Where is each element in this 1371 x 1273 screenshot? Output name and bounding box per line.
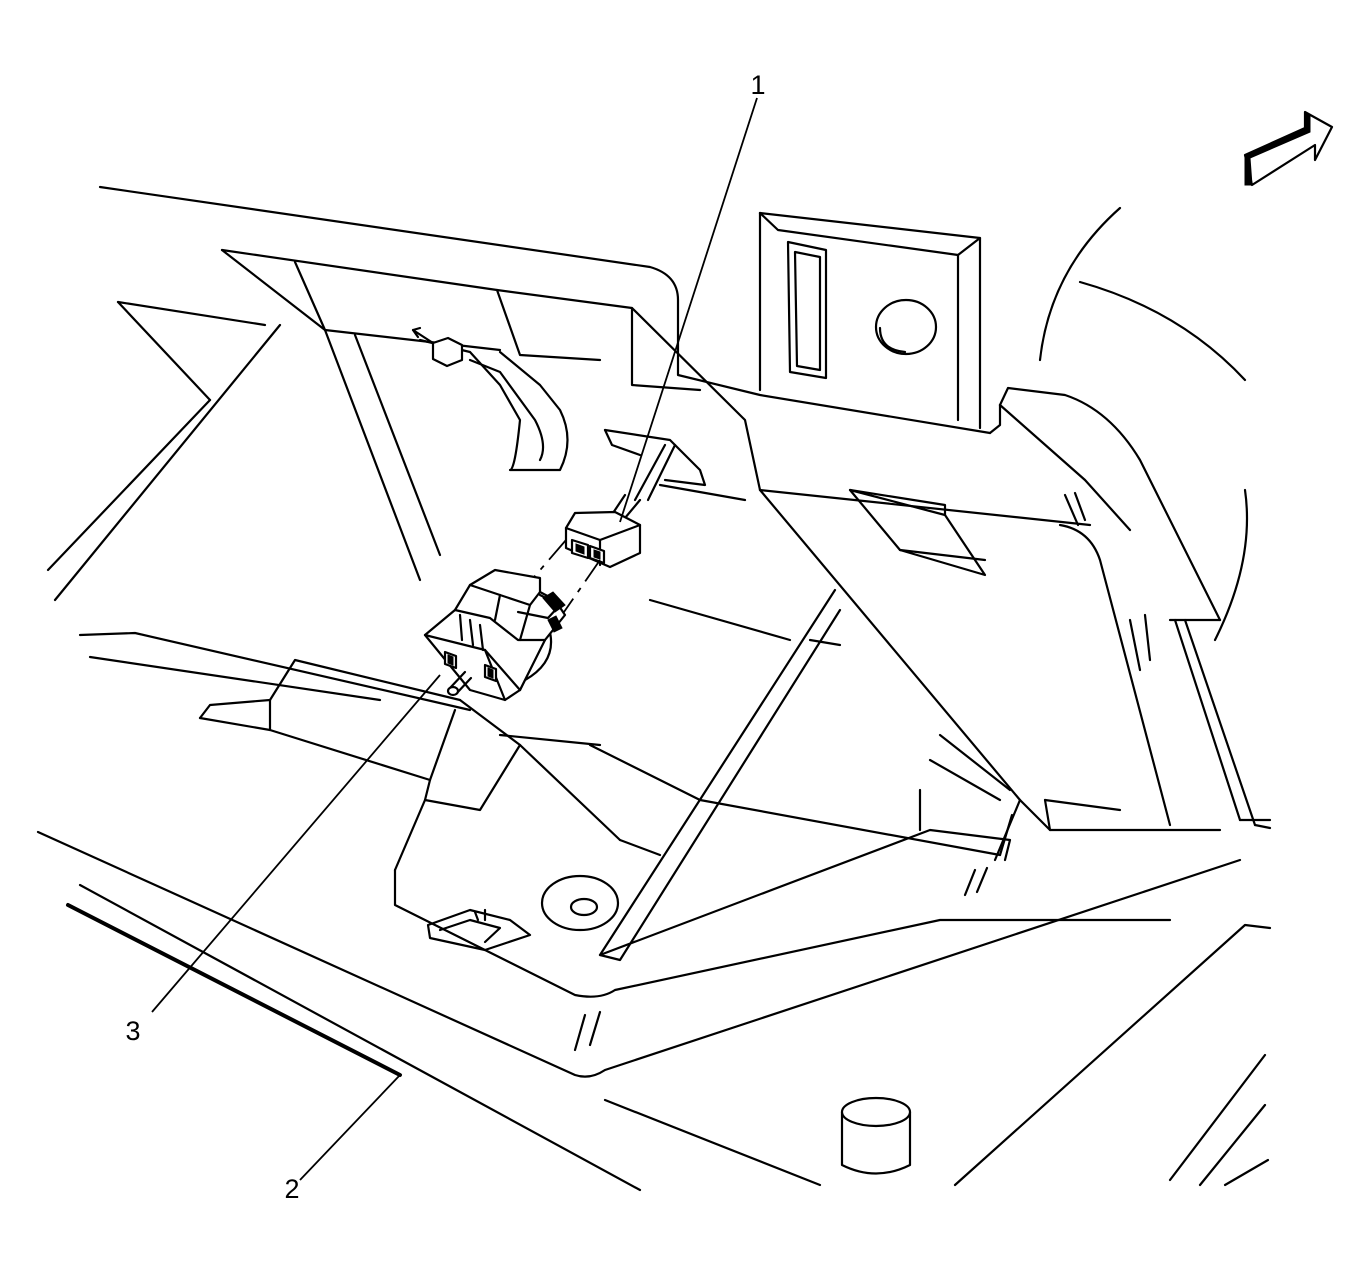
callout-label-3: 3 — [125, 1016, 140, 1046]
instrument-panel-upper — [46, 185, 1092, 602]
callout-label-1: 1 — [750, 70, 765, 100]
floor-edges — [36, 830, 1272, 1192]
panel-opening — [603, 428, 747, 502]
harness-connector — [564, 493, 642, 569]
callout-label-2: 2 — [284, 1174, 299, 1204]
steering-column-shroud — [988, 386, 1272, 830]
pedal-support — [598, 588, 1022, 962]
steering-wheel — [1038, 206, 1249, 642]
front-direction-arrow-icon — [1243, 110, 1334, 187]
mounting-bracket — [758, 211, 982, 430]
knee-bolster — [758, 488, 1222, 832]
floor-features — [426, 874, 620, 952]
switch-assembly — [423, 568, 567, 702]
bracket-bolt — [411, 326, 569, 472]
lower-dash — [78, 598, 1172, 998]
floor-cylinder — [840, 1096, 912, 1175]
leader-lines — [151, 97, 758, 1181]
